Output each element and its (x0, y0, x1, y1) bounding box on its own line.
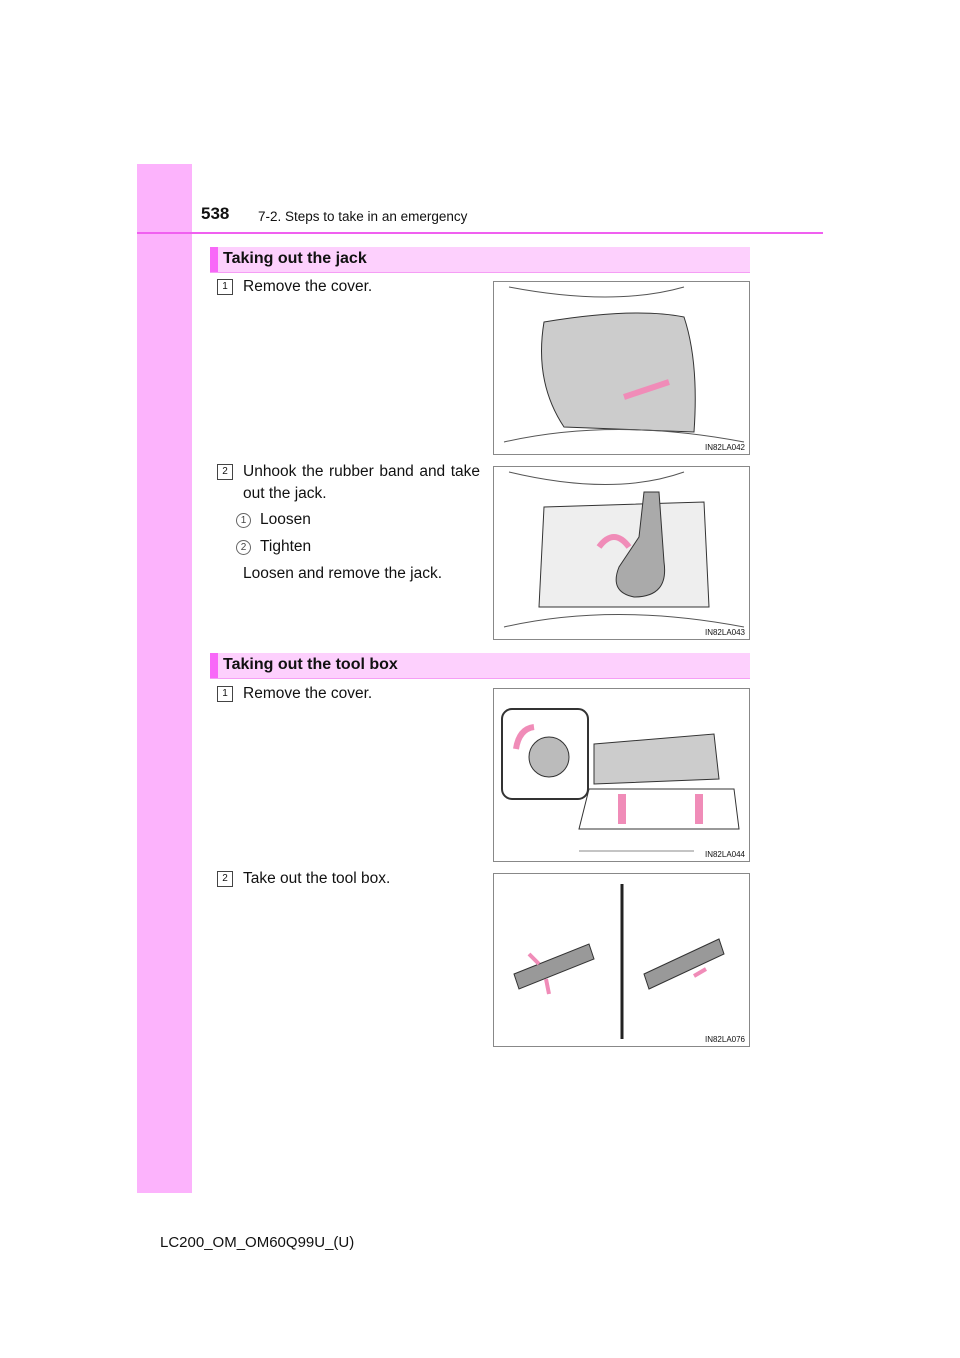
figure-code: IN82LA043 (704, 628, 745, 637)
step-note: Loosen and remove the jack. (243, 565, 443, 582)
step-badge: 2 (217, 871, 233, 887)
section-title: Taking out the jack (223, 250, 367, 267)
footer-doc-code: LC200_OM_OM60Q99U_(U) (160, 1234, 355, 1251)
page-number: 538 (201, 204, 230, 223)
figure-remove-toolbox-cover: IN82LA044 (493, 688, 750, 862)
sub-text: Loosen (260, 511, 311, 528)
step-text: Unhook the rubber band and take out the … (243, 463, 480, 502)
side-tab (137, 164, 192, 1193)
step-text: Remove the cover. (243, 685, 373, 702)
figure-take-out-toolbox: IN82LA076 (493, 873, 750, 1047)
sub-number: 1 (236, 513, 251, 528)
figure-code: IN82LA042 (704, 443, 745, 452)
section-heading-jack: Taking out the jack (210, 247, 750, 273)
step-text: Take out the tool box. (243, 870, 391, 887)
section-title: Taking out the tool box (223, 656, 398, 673)
step-badge: 1 (217, 686, 233, 702)
figure-unhook-jack: IN82LA043 (493, 466, 750, 640)
figure-code: IN82LA044 (704, 850, 745, 859)
sub-text: Tighten (260, 538, 312, 555)
figure-remove-jack-cover: IN82LA042 (493, 281, 750, 455)
section-heading-tool-box: Taking out the tool box (210, 653, 750, 679)
sub-number: 2 (236, 540, 251, 555)
step-text: Remove the cover. (243, 278, 373, 295)
step-badge: 1 (217, 279, 233, 295)
chapter-title: 7-2. Steps to take in an emergency (258, 209, 468, 224)
step-badge: 2 (217, 464, 233, 480)
header-divider (137, 232, 823, 234)
figure-code: IN82LA076 (704, 1035, 745, 1044)
